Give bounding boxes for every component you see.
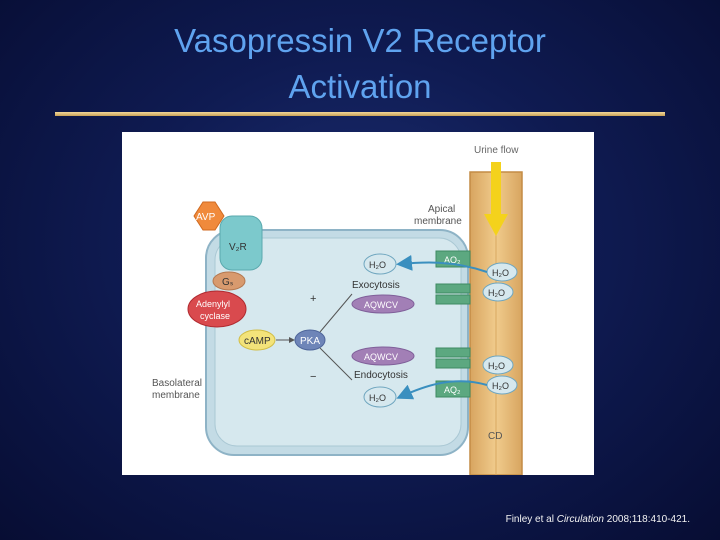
minus-sign: − <box>310 371 316 383</box>
receptor-diagram: Urine flow CD Apical membrane Basolatera… <box>152 145 523 475</box>
urine-flow-arrowhead <box>484 214 508 236</box>
aq-channel-5 <box>435 358 471 369</box>
h2o-duct-2 <box>482 282 514 302</box>
adenylyl-label-line2: cyclase <box>200 311 230 321</box>
apical-label-line2: membrane <box>414 216 462 227</box>
water-arrow-bottom <box>396 380 488 400</box>
exocytosis-label: Exocytosis <box>352 280 400 291</box>
h2o-duct-2-label: H₂O <box>488 288 505 298</box>
adenylyl-label-line1: Adenylyl <box>196 299 230 309</box>
h2o-duct-3 <box>482 355 514 375</box>
basolateral-label-line2: membrane <box>152 390 200 401</box>
aqwcv-bottom-label: AQWCV <box>364 352 398 362</box>
v2r-label: V₂R <box>229 242 247 253</box>
h2o-duct-1-label: H₂O <box>492 268 509 278</box>
pka-to-exocytosis-line <box>319 293 353 333</box>
urine-flow-arrow <box>491 162 501 217</box>
aq2-top-label: AQ₂ <box>444 255 461 265</box>
urine-flow-label: Urine flow <box>474 145 519 156</box>
avp-label: AVP <box>196 212 216 223</box>
endocytosis-label: Endocytosis <box>354 370 408 381</box>
h2o-cell-bottom-label: H₂O <box>369 393 386 403</box>
h2o-duct-3-label: H₂O <box>488 361 505 371</box>
aq2-bottom-label: AQ₂ <box>444 385 461 395</box>
v2r-receptor <box>219 215 263 271</box>
citation: Finley et al Circulation 2008;118:410-42… <box>506 514 690 525</box>
camp-molecule <box>238 329 276 351</box>
h2o-cell-top <box>363 253 397 275</box>
apical-label-line1: Apical <box>428 204 455 215</box>
h2o-cell-top-label: H₂O <box>369 260 386 270</box>
citation-authors: Finley et al <box>505 514 557 525</box>
pka-label: PKA <box>300 336 320 347</box>
citation-details: 2008;118:410-421. <box>603 514 690 525</box>
title-line-1: Vasopressin V2 Receptor <box>174 22 546 59</box>
adenylyl-cyclase <box>187 290 247 328</box>
gs-label: Gₛ <box>222 277 234 288</box>
receptor-figure: Urine flow CD Apical membrane Basolatera… <box>122 132 594 475</box>
camp-label: cAMP <box>244 336 271 347</box>
gs-protein <box>212 271 246 291</box>
cd-label: CD <box>488 431 502 442</box>
aq-channel-4 <box>435 347 471 358</box>
title-line-2: Activation <box>288 68 432 105</box>
aqwcv-top-label: AQWCV <box>364 300 398 310</box>
basolateral-label-line1: Basolateral <box>152 378 202 389</box>
title-divider <box>55 112 665 116</box>
h2o-duct-4-label: H₂O <box>492 381 509 391</box>
citation-journal: Circulation <box>556 514 604 525</box>
pka-to-endocytosis-line <box>319 347 353 381</box>
plus-sign: + <box>310 293 316 305</box>
aq-channel-2 <box>435 283 471 294</box>
aqwcv-top <box>351 294 415 314</box>
avp-hexagon <box>193 201 225 231</box>
h2o-cell-bottom <box>363 386 397 408</box>
water-arrow-top <box>396 254 488 273</box>
aq-channel-3 <box>435 294 471 305</box>
pka-enzyme <box>294 329 326 351</box>
slide-title: Vasopressin V2 Receptor Activation <box>0 18 720 110</box>
aqwcv-bottom <box>351 346 415 366</box>
